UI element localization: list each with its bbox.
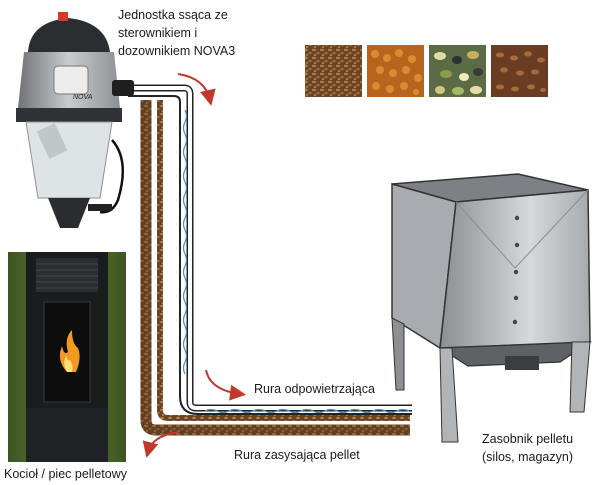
suction-unit-label-line-2: sterownikiem i: [118, 26, 198, 40]
pellet-hopper: [391, 173, 593, 443]
vent-pipe-label: Rura odpowietrzająca: [254, 382, 375, 396]
flame-core-icon: [64, 356, 73, 372]
suction-unit: NOVA: [16, 12, 134, 228]
hopper-label-line-2: (silos, magazyn): [482, 450, 573, 464]
pellet-sample-mixed-grains: [434, 51, 483, 95]
hopper-fold-line: [455, 201, 516, 269]
flow-arrow-suction: [142, 431, 179, 458]
suction-unit-label: Jednostka ssąca ze sterownikiem i dozown…: [118, 6, 235, 60]
suction-pipe-outline: [140, 100, 410, 436]
pellet-sample-corn-grains: [371, 49, 422, 95]
air-flow-wave-horizontal: [204, 408, 410, 414]
suction-unit-outlet-nozzle: [112, 80, 134, 96]
hopper-label-line-1: Zasobnik pelletu: [482, 432, 574, 446]
flow-arrow-top: [177, 73, 216, 106]
suction-unit-brand: NOVA: [73, 94, 93, 101]
hopper-label: Zasobnik pelletu (silos, magazyn): [482, 430, 573, 466]
suction-unit-label-line-3: dozownikiem NOVA3: [118, 44, 236, 58]
vent-pipe-inner: [128, 86, 412, 410]
suction-pipe: [140, 100, 410, 436]
suction-unit-mid-ring: [16, 108, 122, 122]
pellet-transport-strip: [157, 100, 410, 421]
vent-pipe: [128, 84, 412, 412]
suction-unit-discharge-cone: [48, 198, 90, 228]
hopper-leg-back-left: [391, 317, 405, 391]
boiler-label: Kocioł / piec pelletowy: [4, 467, 127, 481]
suction-unit-power-switch: [58, 12, 68, 21]
hopper-front-face: [439, 189, 591, 349]
suction-unit-bracket: [88, 204, 112, 211]
hopper-funnel: [438, 341, 593, 367]
hopper-outlet: [505, 356, 539, 370]
suction-unit-lid: [28, 18, 110, 52]
suction-pipe-label: Rura zasysająca pellet: [234, 448, 360, 462]
suction-unit-cable: [99, 139, 124, 214]
pellet-sample-wood: [305, 45, 362, 97]
hopper-leg-front-right: [569, 341, 591, 413]
suction-unit-label-line-1: Jednostka ssąca ze: [118, 8, 228, 22]
hopper-leg-front-left: [439, 347, 459, 443]
boiler-top-grille: [36, 258, 98, 292]
suction-unit-dosing-container: [25, 121, 113, 199]
hopper-level-holes: [512, 215, 520, 325]
pellet-sample-images: [305, 45, 548, 97]
air-flow-wave: [182, 109, 188, 375]
boiler-firebox-window: [43, 301, 91, 403]
vent-pipe-outer: [128, 95, 412, 415]
flow-arrow-vent: [205, 369, 246, 401]
boiler-base: [26, 408, 108, 462]
pellet-boiler: [8, 252, 126, 462]
pellet-sample-seed-grains: [496, 51, 546, 92]
suction-unit-controller-panel: [53, 65, 89, 95]
hopper-fold-line-2: [514, 189, 589, 269]
boiler-grille-slats: [36, 263, 98, 289]
